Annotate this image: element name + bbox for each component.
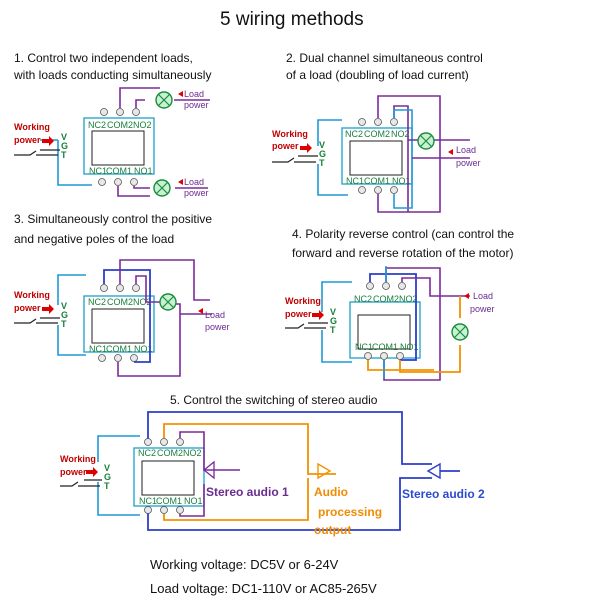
- method-1-caption-line1: 1. Control two independent loads,: [14, 51, 193, 65]
- working-voltage: Working voltage: DC5V or 6-24V: [150, 557, 339, 572]
- method-2-caption-line1: 2. Dual channel simultaneous control: [286, 51, 483, 65]
- nc2-label: NC2: [88, 120, 106, 130]
- svg-text:V: V: [61, 301, 67, 311]
- com1-label: COM1: [106, 166, 132, 176]
- svg-text:Working: Working: [285, 296, 321, 306]
- svg-text:power: power: [184, 100, 209, 110]
- diagram-2: NC2 COM2 NO2 NC1 COM1 NO1 Load power Wor…: [272, 95, 481, 213]
- method-2-caption-line2: of a load (doubling of load current): [286, 68, 469, 82]
- page-title: 5 wiring methods: [220, 9, 364, 30]
- svg-text:power: power: [456, 158, 481, 168]
- diagram-4: NC2 COM2 NO2 NC1 COM1 NO1 Load power Wor…: [285, 266, 495, 381]
- svg-text:NC1: NC1: [89, 344, 107, 354]
- no1-label: NO1: [134, 166, 153, 176]
- method-3-caption-line1: 3. Simultaneously control the positive: [14, 212, 212, 226]
- working-label: Working: [14, 122, 50, 132]
- arrow-icon: [426, 462, 441, 480]
- arrow-icon: [317, 462, 332, 480]
- svg-text:T: T: [104, 481, 110, 491]
- svg-text:G: G: [104, 472, 111, 482]
- svg-text:G: G: [61, 141, 68, 151]
- diagram-5: NC2 COM2 NO2 NC1 COM1 NO1 Stereo audio 1…: [60, 411, 485, 537]
- stereo-audio-2-label: Stereo audio 2: [402, 487, 485, 501]
- svg-text:NC2: NC2: [138, 448, 156, 458]
- svg-text:power: power: [272, 141, 299, 151]
- svg-text:Working: Working: [272, 129, 308, 139]
- svg-text:V: V: [61, 132, 67, 142]
- svg-text:power: power: [184, 188, 209, 198]
- audio-processing-label-1: Audio: [314, 485, 348, 499]
- com2-label: COM2: [107, 120, 133, 130]
- svg-text:NO2: NO2: [133, 297, 152, 307]
- svg-text:NC2: NC2: [354, 294, 372, 304]
- method-4-caption-line2: forward and reverse rotation of the moto…: [292, 246, 513, 260]
- svg-text:COM1: COM1: [372, 342, 398, 352]
- svg-text:Load: Load: [205, 310, 225, 320]
- svg-text:G: G: [330, 316, 337, 326]
- svg-text:power: power: [285, 309, 312, 319]
- svg-text:V: V: [330, 307, 336, 317]
- svg-text:COM2: COM2: [107, 297, 133, 307]
- stereo-audio-1-label: Stereo audio 1: [206, 485, 289, 499]
- svg-text:power: power: [205, 322, 230, 332]
- svg-text:NO1: NO1: [392, 176, 411, 186]
- method-5-caption: 5. Control the switching of stereo audio: [170, 393, 378, 407]
- nc1-label: NC1: [89, 166, 107, 176]
- svg-text:power: power: [60, 467, 87, 477]
- svg-text:power: power: [470, 304, 495, 314]
- svg-text:COM1: COM1: [156, 496, 182, 506]
- svg-text:Working: Working: [14, 290, 50, 300]
- svg-text:NO2: NO2: [399, 294, 418, 304]
- svg-text:Working: Working: [60, 454, 96, 464]
- svg-text:V: V: [319, 140, 325, 150]
- svg-text:T: T: [61, 319, 67, 329]
- svg-text:COM2: COM2: [373, 294, 399, 304]
- svg-text:G: G: [61, 310, 68, 320]
- svg-text:T: T: [330, 325, 336, 335]
- svg-text:Load: Load: [456, 145, 476, 155]
- svg-text:Load: Load: [184, 89, 204, 99]
- arrow-icon: [202, 460, 215, 480]
- svg-text:T: T: [61, 150, 67, 160]
- method-4-caption-line1: 4. Polarity reverse control (can control…: [292, 227, 514, 241]
- svg-text:NO1: NO1: [134, 344, 153, 354]
- svg-text:NC2: NC2: [345, 129, 363, 139]
- svg-text:NO2: NO2: [391, 129, 410, 139]
- svg-text:COM2: COM2: [364, 129, 390, 139]
- diagram-3: NC2 COM2 NO2 NC1 COM1 NO1 Load power Wor…: [14, 259, 230, 377]
- svg-text:NO1: NO1: [184, 496, 203, 506]
- power-label: power: [14, 135, 41, 145]
- svg-text:COM2: COM2: [157, 448, 183, 458]
- svg-text:NO2: NO2: [183, 448, 202, 458]
- svg-text:T: T: [319, 158, 325, 168]
- svg-text:NC1: NC1: [346, 176, 364, 186]
- svg-text:power: power: [14, 303, 41, 313]
- audio-processing-label-2: processing: [318, 505, 382, 519]
- svg-text:NC2: NC2: [88, 297, 106, 307]
- audio-processing-label-3: output: [314, 523, 351, 537]
- svg-text:COM1: COM1: [364, 176, 390, 186]
- diagram-1: NC2 COM2 NO2 NC1 COM1 NO1 Load power Loa…: [14, 87, 210, 198]
- svg-text:Load: Load: [473, 291, 493, 301]
- no2-label: NO2: [133, 120, 152, 130]
- svg-text:NC1: NC1: [139, 496, 157, 506]
- method-1-caption-line2: with loads conducting simultaneously: [13, 68, 211, 82]
- load-voltage: Load voltage: DC1-110V or AC85-265V: [150, 581, 377, 596]
- svg-text:G: G: [319, 149, 326, 159]
- svg-text:V: V: [104, 463, 110, 473]
- svg-text:NC1: NC1: [355, 342, 373, 352]
- method-3-caption-line2: and negative poles of the load: [14, 232, 174, 246]
- svg-text:NO1: NO1: [400, 342, 419, 352]
- svg-text:Load: Load: [184, 177, 204, 187]
- svg-text:COM1: COM1: [106, 344, 132, 354]
